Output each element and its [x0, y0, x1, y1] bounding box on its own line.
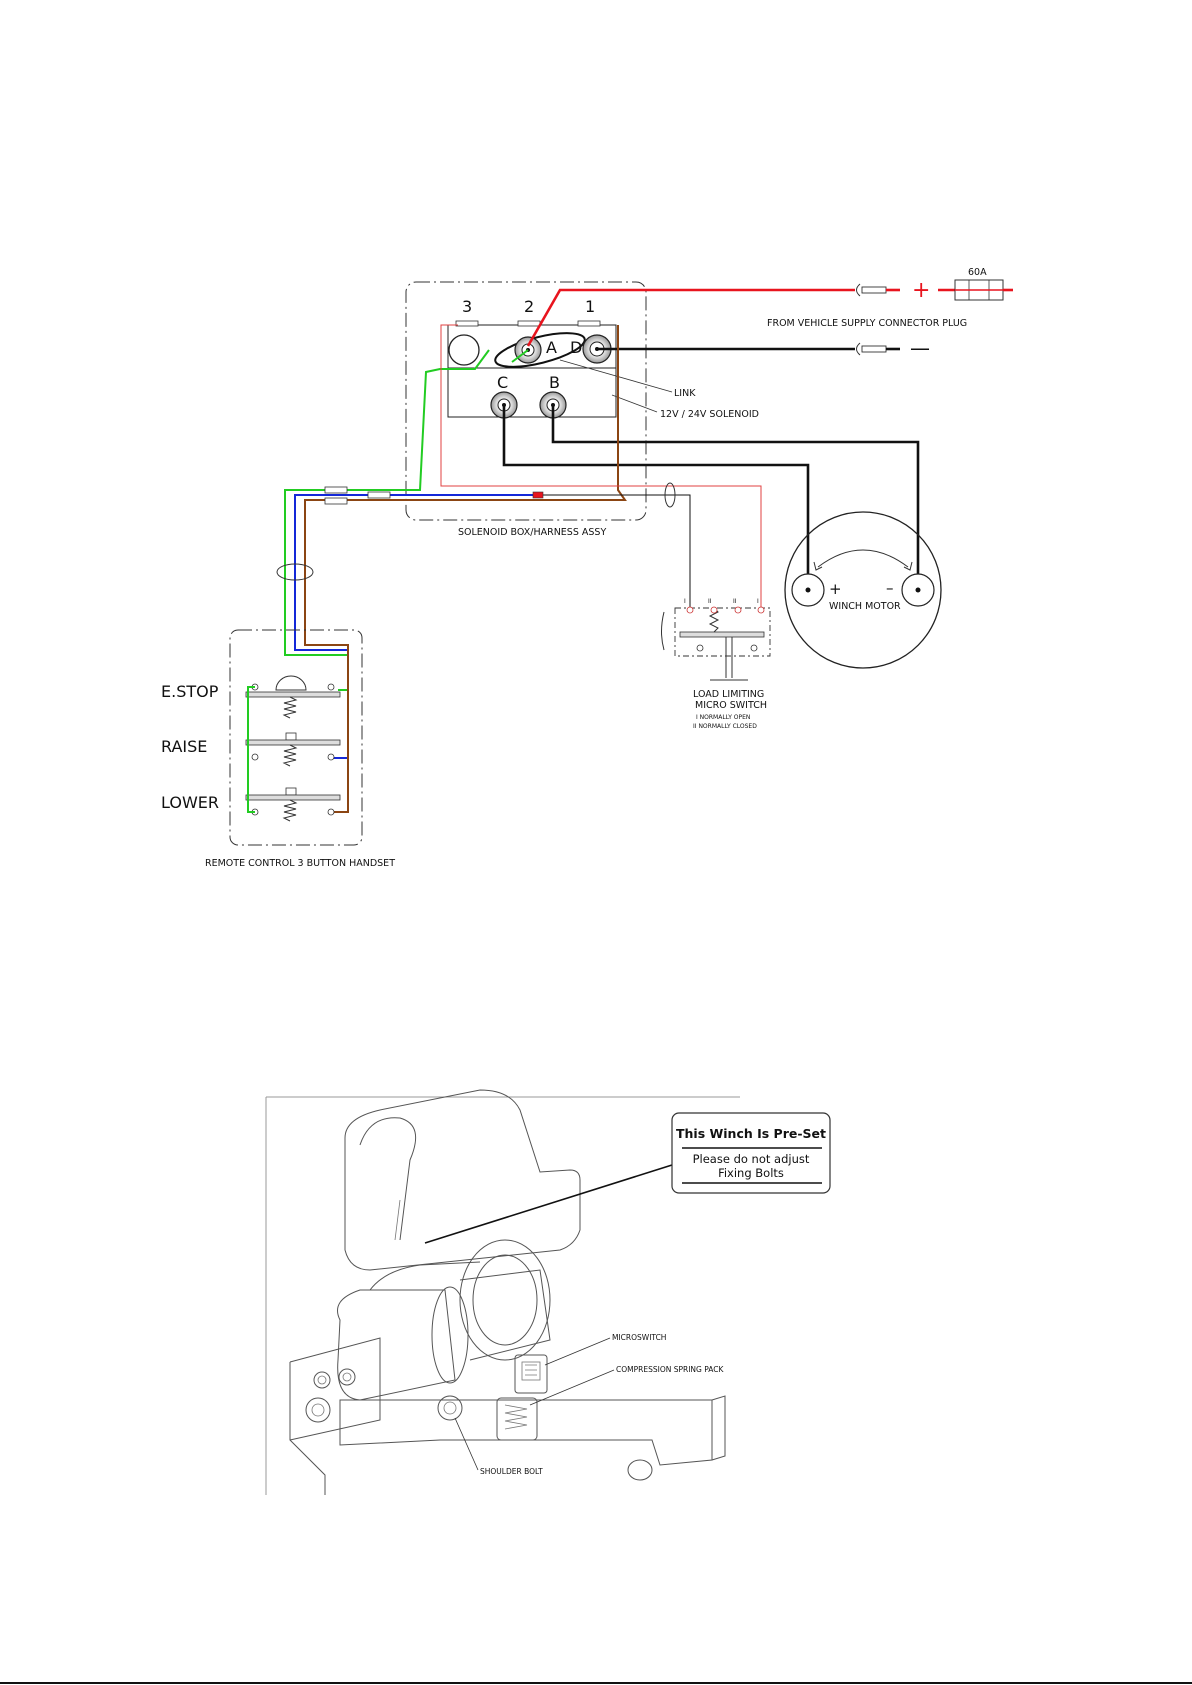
end-plate-bolt-2 — [338, 1368, 356, 1386]
micro-switch-title-2: MICRO SWITCH — [695, 700, 767, 711]
micro-switch-note-2: II NORMALLY CLOSED — [693, 723, 757, 730]
terminal-tab-1 — [577, 320, 601, 327]
notice-line-2: Fixing Bolts — [718, 1166, 784, 1180]
spring-pack-part — [496, 1397, 538, 1441]
micro-switch-pin-1a: I — [684, 598, 686, 605]
post-c-label: C — [497, 373, 508, 392]
motor-direction-arc — [817, 549, 909, 568]
supply-negative-symbol: — — [910, 336, 930, 360]
callout-microswitch: MICROSWITCH — [612, 1333, 666, 1342]
motor-cable-b — [551, 405, 920, 590]
notice-line-1: Please do not adjust — [693, 1152, 810, 1166]
callout-shoulder-bolt: SHOULDER BOLT — [480, 1467, 543, 1476]
terminal-tab-2 — [517, 320, 541, 327]
micro-switch-note-1: I NORMALLY OPEN — [696, 714, 750, 721]
link-bar — [494, 332, 586, 368]
solenoid-box-label: SOLENOID BOX/HARNESS ASSY — [458, 527, 606, 538]
notice-title: This Winch Is Pre-Set — [676, 1126, 826, 1141]
motor-positive-symbol: + — [829, 580, 842, 598]
motor-cover-shape — [344, 1089, 581, 1271]
drum-flange — [459, 1239, 551, 1361]
handset-button-label-lower: LOWER — [161, 793, 219, 812]
winch-base-frame — [339, 1399, 713, 1466]
callout-spring-pack: COMPRESSION SPRING PACK — [616, 1365, 725, 1374]
link-label: LINK — [674, 388, 696, 399]
button-lower — [245, 787, 341, 822]
fuse-60a — [938, 279, 1013, 301]
button-raise — [245, 732, 341, 767]
handset-button-label-estop: E.STOP — [161, 682, 219, 701]
terminal-number-1: 1 — [585, 297, 595, 316]
winch-end-plate — [289, 1337, 381, 1441]
notice-pointer — [424, 1164, 673, 1244]
microswitch-part — [514, 1354, 548, 1394]
motor-cable-c — [502, 405, 810, 590]
micro-switch-feed-wire — [440, 324, 762, 610]
terminal-number-3: 3 — [462, 297, 472, 316]
terminal-number-2: 2 — [524, 297, 534, 316]
button-estop — [245, 675, 341, 719]
post-b-label: B — [549, 373, 560, 392]
handset-button-label-raise: RAISE — [161, 737, 207, 756]
supply-plug-negative — [856, 342, 900, 356]
post-d-label: D — [570, 338, 582, 357]
positive-supply-cable — [526, 288, 855, 347]
micro-switch-return-wire — [540, 494, 691, 610]
micro-switch-pin-1b: I — [757, 598, 759, 605]
micro-switch-pin-2a: II — [708, 598, 712, 605]
solenoid-label: 12V / 24V SOLENOID — [660, 409, 759, 420]
winch-motor-label: WINCH MOTOR — [829, 601, 901, 612]
end-plate-bolt-3 — [305, 1397, 331, 1423]
winch-motor-housing — [784, 511, 942, 669]
assembly-drawing: This Winch Is Pre-Set Please do not adju… — [265, 1089, 831, 1495]
solenoid-box-outline — [405, 281, 647, 521]
brown-control-wire — [304, 325, 627, 813]
wiring-diagram: 3 2 1 A D C B — [161, 267, 1013, 869]
pre-set-notice — [671, 1112, 831, 1194]
motor-negative-symbol: – — [886, 579, 894, 597]
solenoid-coil-post — [448, 334, 480, 366]
micro-switch-pin-2b: II — [733, 598, 737, 605]
supply-label: FROM VEHICLE SUPPLY CONNECTOR PLUG — [767, 318, 967, 329]
supply-plug-positive — [856, 283, 900, 297]
handset-label: REMOTE CONTROL 3 BUTTON HANDSET — [205, 858, 395, 869]
micro-switch-title-1: LOAD LIMITING — [693, 689, 764, 700]
load-limiting-micro-switch — [661, 606, 771, 681]
end-plate-bolt-1 — [313, 1371, 331, 1389]
terminal-tab-3 — [455, 320, 479, 327]
post-a-label: A — [546, 338, 557, 357]
motor-cylinder — [337, 1289, 456, 1401]
shoulder-bolt-part — [437, 1395, 463, 1421]
handset-outline — [229, 629, 363, 846]
fuse-rating-label: 60A — [968, 267, 987, 278]
supply-positive-symbol: + — [912, 278, 930, 303]
